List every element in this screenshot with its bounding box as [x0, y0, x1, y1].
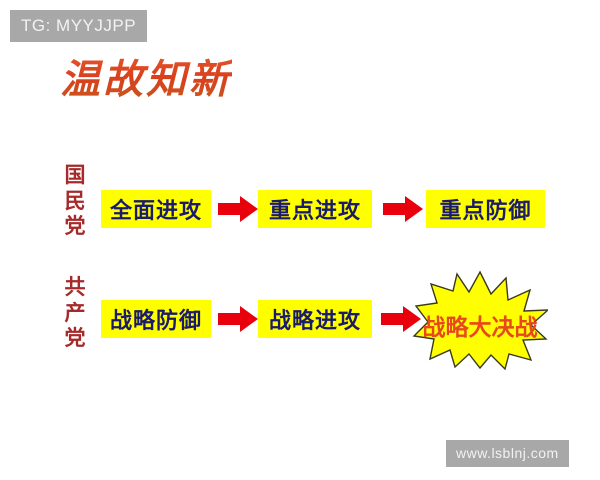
- party-label-char: 共: [64, 274, 86, 299]
- party-label-char: 党: [64, 213, 86, 239]
- party-label-char: 民: [64, 187, 86, 213]
- stage-box-cpc-2[interactable]: 战略进攻: [258, 300, 372, 338]
- party-label-char: 国: [64, 162, 86, 187]
- starburst-icon: [412, 270, 550, 371]
- party-label-char: 党: [64, 325, 86, 351]
- stage-box-kmt-2[interactable]: 重点进攻: [258, 190, 372, 228]
- arrow-right-icon: [381, 306, 421, 332]
- party-label-kuomintang: 国 民 党: [60, 162, 90, 239]
- watermark-top-left: TG: MYYJJPP: [10, 10, 148, 42]
- page-title: 温故知新: [60, 56, 232, 103]
- flow-row-kuomintang: 国 民 党 全面进攻 重点进攻 重点防御: [0, 160, 600, 260]
- arrow-right-icon: [383, 196, 423, 222]
- party-label-char: 产: [64, 299, 86, 325]
- arrow-right-icon: [218, 196, 258, 222]
- stage-box-kmt-3[interactable]: 重点防御: [426, 190, 545, 228]
- arrow-right-icon: [218, 306, 258, 332]
- stage-starburst-cpc-3[interactable]: 战略大决战: [412, 270, 550, 371]
- watermark-bottom-right: www.lsblnj.com: [446, 440, 569, 467]
- stage-box-kmt-1[interactable]: 全面进攻: [101, 190, 211, 228]
- party-label-communist-party: 共 产 党: [60, 274, 90, 351]
- flow-row-communist-party: 共 产 党 战略防御 战略进攻 战略大决战: [0, 270, 600, 372]
- stage-box-cpc-1[interactable]: 战略防御: [101, 300, 211, 338]
